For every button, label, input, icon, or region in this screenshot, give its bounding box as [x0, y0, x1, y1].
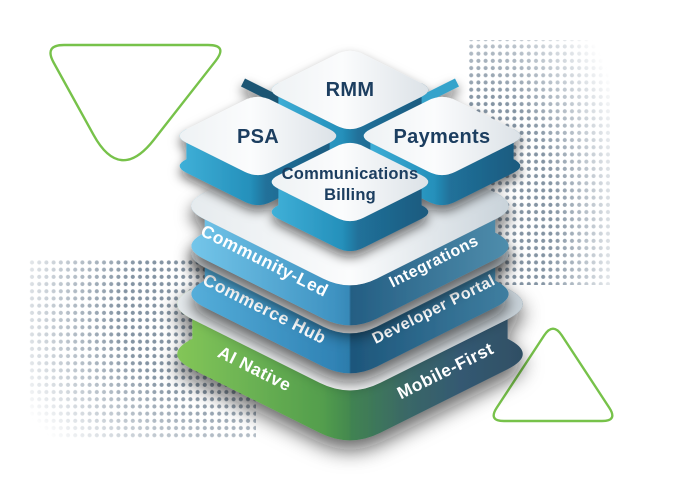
tile-psa-top-face	[179, 96, 337, 176]
label-payments: Payments	[394, 126, 491, 148]
triangle-outline-top-left-icon	[49, 43, 222, 162]
label-communications: Communications	[282, 165, 419, 183]
tile-communications-billing-top-face	[271, 142, 429, 222]
tiles-group: RMM PSA Payments Communications Billing	[179, 50, 521, 252]
triangle-outline-bottom-right-icon	[492, 327, 614, 423]
tile-communications-billing-sides	[271, 175, 429, 252]
tile-rmm-top-face	[271, 50, 429, 130]
layer-middle-sides	[191, 240, 509, 374]
label-rmm: RMM	[326, 79, 375, 101]
label-psa: PSA	[237, 126, 279, 148]
layer-upper-sides	[191, 192, 509, 326]
layer-bottom-sides	[177, 288, 523, 441]
label-billing: Billing	[324, 186, 376, 204]
tile-payments-top-face	[363, 96, 521, 176]
